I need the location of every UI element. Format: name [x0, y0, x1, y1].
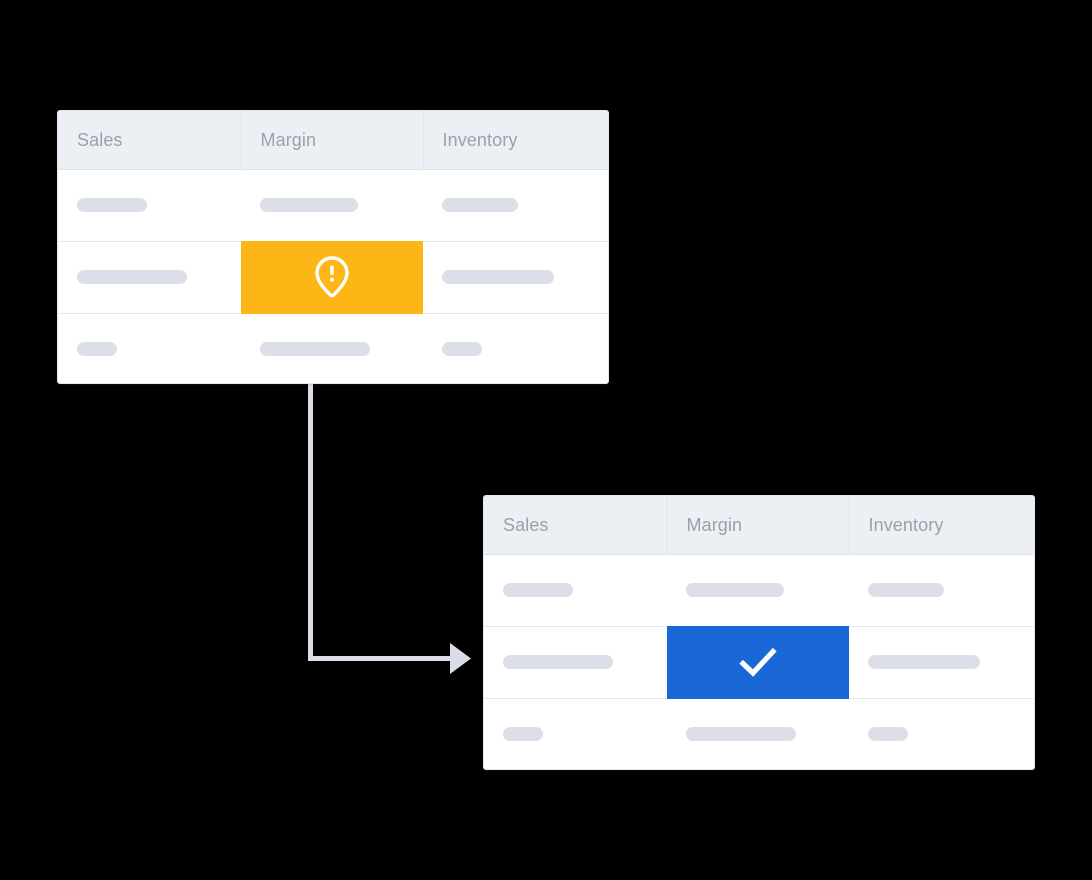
- cell-sales[interactable]: [58, 169, 241, 242]
- placeholder-bar: [503, 727, 543, 742]
- placeholder-bar: [77, 198, 147, 212]
- table-body: [58, 169, 608, 384]
- table-row[interactable]: [58, 313, 608, 384]
- placeholder-bar: [260, 342, 370, 356]
- cell-content: [484, 555, 667, 626]
- cell-margin-success[interactable]: [667, 625, 849, 699]
- flow-arrow-line: [308, 383, 452, 661]
- cell-content: [849, 627, 1034, 698]
- before-state-table: Sales Margin Inventory: [57, 110, 609, 384]
- cell-margin-warning[interactable]: [241, 240, 423, 314]
- cell-content: [423, 170, 608, 241]
- cell-content: [667, 555, 849, 626]
- table-row[interactable]: [484, 698, 1034, 770]
- column-header-margin-label: Margin: [260, 129, 317, 150]
- column-header-sales[interactable]: Sales: [58, 111, 242, 170]
- placeholder-bar: [442, 270, 554, 284]
- cell-sales[interactable]: [484, 698, 667, 770]
- table-row[interactable]: [58, 169, 608, 242]
- cell-inventory[interactable]: [849, 626, 1034, 699]
- checkmark-icon: [739, 648, 777, 677]
- cell-margin[interactable]: [241, 313, 423, 383]
- success-highlight-fill: [667, 625, 849, 699]
- table-row[interactable]: [484, 554, 1034, 627]
- table-row[interactable]: [484, 625, 1034, 699]
- table-header-row: Sales Margin Inventory: [58, 111, 608, 170]
- placeholder-bar: [77, 270, 187, 284]
- warning-pin-icon: [315, 256, 349, 298]
- column-header-inventory[interactable]: Inventory: [423, 111, 608, 170]
- table-header: Sales Margin Inventory: [58, 111, 608, 170]
- placeholder-bar: [686, 727, 796, 741]
- placeholder-bar: [260, 198, 358, 212]
- cell-margin[interactable]: [667, 554, 849, 627]
- data-table: Sales Margin Inventory: [58, 111, 608, 384]
- column-header-inventory-label: Inventory: [868, 514, 944, 535]
- column-header-sales-label: Sales: [503, 514, 549, 535]
- flow-arrow-head: [450, 643, 471, 674]
- column-header-inventory-label: Inventory: [442, 129, 518, 150]
- table-header: Sales Margin Inventory: [484, 496, 1034, 555]
- column-header-inventory[interactable]: Inventory: [849, 496, 1034, 555]
- placeholder-bar: [442, 342, 482, 357]
- column-header-margin[interactable]: Margin: [241, 111, 424, 170]
- table-header-row: Sales Margin Inventory: [484, 496, 1034, 555]
- cell-margin[interactable]: [241, 169, 423, 242]
- table-row[interactable]: [58, 240, 608, 314]
- cell-inventory[interactable]: [423, 169, 608, 242]
- column-header-margin[interactable]: Margin: [667, 496, 850, 555]
- cell-content: [423, 314, 608, 384]
- placeholder-bar: [686, 583, 784, 597]
- data-table: Sales Margin Inventory: [484, 496, 1034, 770]
- cell-content: [58, 314, 241, 384]
- cell-content: [484, 627, 667, 698]
- cell-inventory[interactable]: [423, 241, 608, 314]
- placeholder-bar: [868, 727, 908, 742]
- cell-margin[interactable]: [667, 698, 849, 769]
- cell-sales[interactable]: [484, 626, 667, 699]
- placeholder-bar: [868, 583, 944, 597]
- cell-inventory[interactable]: [849, 698, 1034, 770]
- cell-inventory[interactable]: [423, 313, 608, 384]
- column-header-sales-label: Sales: [77, 129, 123, 150]
- cell-sales[interactable]: [58, 313, 241, 384]
- cell-content: [58, 242, 241, 313]
- placeholder-bar: [503, 583, 573, 597]
- warning-highlight-fill: [241, 240, 423, 314]
- cell-inventory[interactable]: [849, 554, 1034, 627]
- placeholder-bar: [77, 342, 117, 357]
- cell-content: [423, 242, 608, 313]
- placeholder-bar: [442, 198, 518, 212]
- cell-content: [58, 170, 241, 241]
- placeholder-bar: [503, 655, 613, 669]
- cell-content: [849, 699, 1034, 770]
- cell-content: [484, 699, 667, 770]
- column-header-sales[interactable]: Sales: [484, 496, 668, 555]
- column-header-margin-label: Margin: [686, 514, 743, 535]
- placeholder-bar: [868, 655, 980, 669]
- cell-content: [241, 170, 423, 241]
- cell-sales[interactable]: [58, 241, 241, 314]
- cell-content: [667, 698, 849, 769]
- cell-content: [849, 555, 1034, 626]
- cell-content: [241, 313, 423, 383]
- table-body: [484, 554, 1034, 770]
- cell-sales[interactable]: [484, 554, 667, 627]
- after-state-table: Sales Margin Inventory: [483, 495, 1035, 770]
